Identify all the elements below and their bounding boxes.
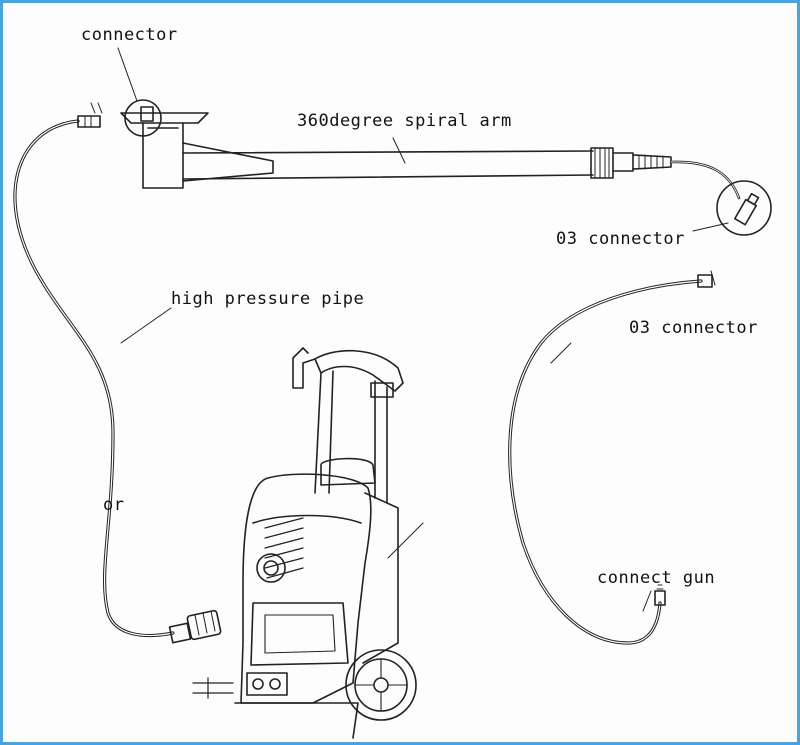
- spiral-arm-label: 360degree spiral arm: [297, 111, 512, 131]
- washer-handle-top: [314, 349, 404, 392]
- high-pressure-pipe-leader: [120, 307, 172, 344]
- connector-03-callout-circle: [716, 180, 772, 236]
- washer-side-panel: [362, 492, 399, 664]
- connector-callout-circle: [124, 99, 162, 137]
- arm-end-nut: [590, 147, 614, 179]
- connector-label: connector: [81, 25, 178, 45]
- washer-outlet-block: [246, 672, 288, 696]
- mounting-plate: [120, 112, 209, 124]
- connect-gun-label: connect gun: [597, 568, 716, 588]
- diagram-canvas: [13, 47, 772, 739]
- washer-hook: [292, 347, 316, 389]
- washer-nozzle-fitting: [192, 677, 234, 699]
- gun-hose-bottom-fitting: [654, 590, 666, 606]
- washer-handle-left: [314, 370, 334, 494]
- connector-leader: [117, 47, 138, 102]
- high-pressure-pipe-left: [13, 102, 222, 644]
- spiral-arm-leader: [392, 137, 406, 164]
- washer-handle-right: [374, 380, 388, 504]
- gun-hose: [508, 270, 716, 645]
- washer-vents: [264, 517, 304, 579]
- pipe-bottom-fitting: [168, 609, 222, 644]
- washer-body: [240, 473, 372, 704]
- pipe-top-fitting: [77, 115, 101, 128]
- high-pressure-pipe-label: high pressure pipe: [171, 289, 365, 309]
- washer-cap: [320, 457, 376, 486]
- arm-tube-bottom: [182, 174, 594, 180]
- spiral-arm-assembly: [117, 47, 772, 236]
- or-label: or: [103, 495, 125, 515]
- pressure-washer: [192, 347, 424, 739]
- connector-03-upper-label: 03 connector: [556, 229, 685, 249]
- arm-tube-top: [182, 150, 594, 154]
- washer-wheel: [345, 649, 417, 721]
- arm-support: [182, 142, 274, 182]
- bracket-body: [142, 122, 184, 189]
- connector-03-lower-label: 03 connector: [629, 318, 758, 338]
- top-connector-fitting: [140, 106, 154, 122]
- connector-03-upper-fitting: [734, 192, 760, 226]
- gun-hose-top-fitting: [697, 274, 713, 288]
- washer-lower-panel: [250, 602, 349, 666]
- washer-dial: [256, 553, 286, 583]
- washer-base: [234, 702, 359, 739]
